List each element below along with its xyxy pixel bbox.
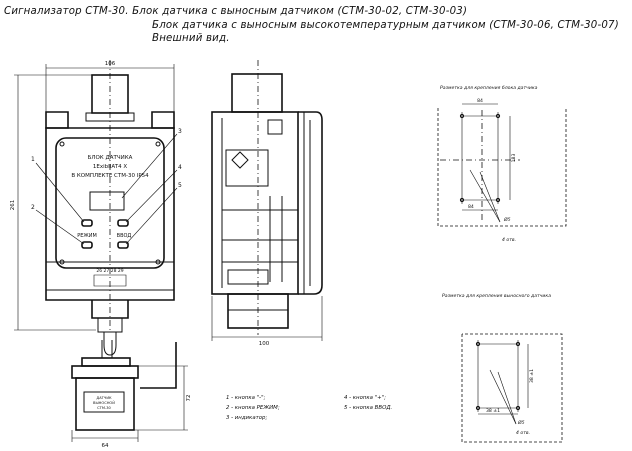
- dim-depth-100: 100: [259, 341, 270, 347]
- side-housing: [211, 111, 299, 295]
- mount-marking-sensor: Разметка для крепления выносного датчика…: [442, 293, 563, 443]
- label-enter: ВВОД: [117, 233, 132, 239]
- button-plus: [117, 219, 129, 227]
- plate-line-2: 1ExibIIAT4 X: [93, 164, 127, 170]
- mount-block-hole: Ø5: [503, 216, 511, 223]
- legend-item-1: 1 - кнопка "-";: [226, 395, 266, 401]
- title-line-2: Блок датчика с выносным высокотемператур…: [152, 20, 619, 31]
- title-line-3: Внешний вид.: [152, 33, 230, 44]
- remote-sensor-view: ДАТЧИК ВЫНОСНОЙ СТМ-30 72 64: [71, 340, 192, 449]
- housing-outline: [45, 127, 175, 301]
- sensor-body: [75, 377, 135, 431]
- button-enter: [117, 241, 129, 249]
- front-view: БЛОК ДАТЧИКА 1ExibIIAT4 X В КОМПЛЕКТЕ СТ…: [10, 60, 182, 356]
- callout-5: 5: [178, 182, 182, 189]
- plate-line-3: В КОМПЛЕКТЕ СТМ-30 IP54: [71, 173, 149, 179]
- sensor-plate-line-2: ВЫНОСНОЙ: [93, 400, 115, 405]
- legend-item-3: 3 - индикатор;: [226, 415, 267, 421]
- mount-block-dim-side: 183: [511, 154, 517, 163]
- callout-1: 1: [31, 156, 35, 163]
- dim-sensor-64: 64: [102, 443, 109, 449]
- mount-block-title: Разметка для крепления блока датчика: [440, 85, 538, 91]
- side-view: 100: [211, 60, 323, 347]
- dim-sensor-72: 72: [186, 395, 192, 402]
- mount-block-dim-top: 84: [477, 98, 483, 104]
- mount-sensor-dim-side: 38 ±1: [529, 369, 535, 383]
- button-mode: [81, 241, 93, 249]
- mount-block-dim-bottom: 84: [468, 204, 474, 210]
- plate-line-1: БЛОК ДАТЧИКА: [88, 155, 133, 161]
- legend-item-2: 2 - кнопка РЕЖИМ;: [226, 405, 280, 411]
- legend-item-5: 5 - кнопка ВВОД.: [344, 405, 392, 411]
- mount-sensor-hole: Ø5: [517, 419, 525, 426]
- mount-marking-block: Разметка для крепления блока датчика 84 …: [437, 85, 567, 243]
- legend-item-4: 4 - кнопка "+";: [344, 395, 386, 401]
- dim-height-261: 261: [10, 200, 16, 211]
- mount-sensor-title: Разметка для крепления выносного датчика: [442, 293, 551, 299]
- mount-block-holes-count: 4 отв.: [502, 237, 516, 243]
- dim-width-106: 106: [105, 61, 116, 67]
- button-minus: [81, 219, 93, 227]
- terminal-labels: 26 27 28 29: [96, 268, 123, 274]
- top-gland: [91, 74, 129, 114]
- sensor-plate: [83, 391, 125, 413]
- side-top-gland: [231, 73, 283, 113]
- sensor-plate-line-3: СТМ-30: [97, 406, 111, 410]
- legend: 1 - кнопка "-"; 2 - кнопка РЕЖИМ; 3 - ин…: [226, 395, 392, 421]
- callout-4: 4: [178, 164, 182, 171]
- callout-2: 2: [31, 204, 35, 211]
- title-line-1: Сигнализатор СТМ-30. Блок датчика с выно…: [4, 6, 468, 17]
- sensor-plate-line-1: ДАТЧИК: [96, 396, 112, 400]
- mount-sensor-dim-bottom: 38 ±1: [486, 408, 500, 414]
- mount-sensor-holes-count: 4 отв.: [516, 430, 530, 436]
- indicator-window: [89, 191, 125, 211]
- label-mode: РЕЖИМ: [77, 233, 97, 239]
- callout-3: 3: [178, 128, 182, 135]
